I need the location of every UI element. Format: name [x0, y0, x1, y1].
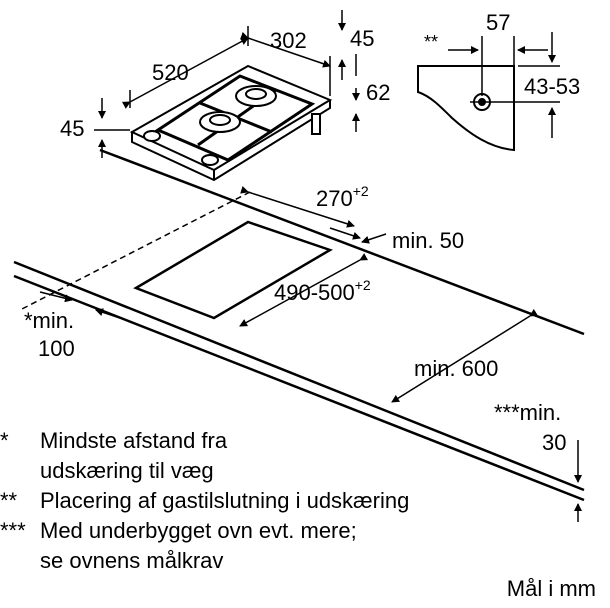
gas-connection-marker: **	[424, 32, 438, 52]
legend-mark: **	[0, 488, 18, 513]
dim-gas-height-range: 43-53	[524, 74, 580, 99]
legend-text: se ovnens målkrav	[40, 548, 224, 573]
dim-min-oven-value: 30	[542, 430, 566, 455]
dim-hob-bracket: 62	[366, 80, 390, 105]
legend-row: *** Med underbygget ovn evt. mere;	[0, 516, 600, 546]
gas-connection-detail	[417, 65, 515, 152]
legend-text: udskæring til væg	[40, 458, 214, 483]
dim-cutout-depth: 490-500+2	[274, 277, 371, 305]
legend-text: Mindste afstand fra	[40, 428, 228, 453]
dim-min-wall-value: 100	[38, 336, 75, 361]
dim-hob-depth: 520	[152, 60, 189, 85]
units-note: Mål i mm	[506, 576, 596, 601]
cutout-dimension-lines	[39, 186, 582, 522]
burner-front	[199, 111, 241, 133]
hob-dimension-lines	[94, 10, 360, 158]
dim-hob-rear-offset: 45	[350, 26, 374, 51]
legend-row: * Mindste afstand fra	[0, 426, 600, 456]
legend-row: se ovnens målkrav	[0, 546, 600, 576]
cutout-opening	[133, 220, 333, 320]
dim-min-front: min. 600	[414, 356, 498, 381]
dim-gas-distance: 57	[486, 10, 510, 35]
dim-hob-height: 45	[60, 116, 84, 141]
gas-pipe	[311, 113, 321, 135]
legend-row: ** Placering af gastilslutning i udskæri…	[0, 486, 600, 516]
worktop	[13, 148, 585, 502]
legend-mark: *	[0, 428, 9, 453]
knob-left	[143, 130, 161, 142]
dim-min-oven-marker: ***min.	[494, 400, 561, 425]
legend: * Mindste afstand fra udskæring til væg …	[0, 426, 600, 576]
legend-mark: ***	[0, 518, 26, 543]
dim-cutout-width: 270+2	[316, 183, 369, 211]
legend-text: Med underbygget ovn evt. mere;	[40, 518, 357, 543]
knob-right	[201, 154, 219, 166]
dim-min-wall-marker: *min.	[24, 308, 74, 333]
legend-text: Placering af gastilslutning i udskæring	[40, 488, 410, 513]
legend-row: udskæring til væg	[0, 456, 600, 486]
dim-min-rear: min. 50	[392, 228, 464, 253]
dim-hob-width: 302	[270, 28, 307, 53]
